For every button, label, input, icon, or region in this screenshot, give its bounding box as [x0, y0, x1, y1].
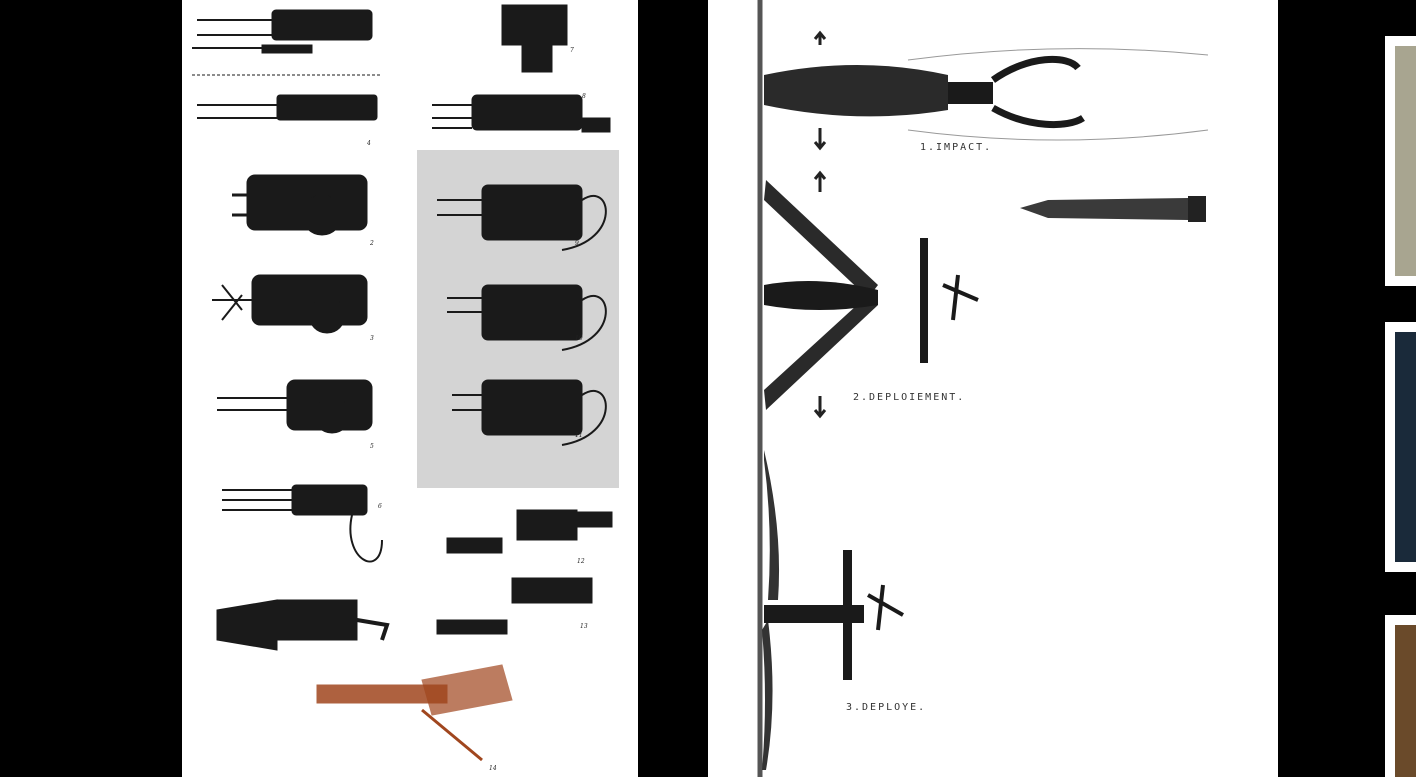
variant-number: 7: [570, 47, 574, 54]
thumbnail-3[interactable]: [1385, 615, 1416, 777]
weapon-sketch-14: 14: [316, 664, 513, 772]
weapon-sketch-6: 6: [222, 484, 383, 563]
variant-number: 10: [575, 335, 583, 342]
variant-number: 2: [369, 240, 374, 247]
deployment-stages-sheet: 1.IMPACT. 2.DEPLOIEMENT. 3.DEPLOYE.: [708, 0, 1278, 777]
stage-label: 2.DEPLOIEMENT.: [853, 392, 965, 403]
variant-number: 12: [577, 558, 585, 565]
variant-number: 6: [378, 503, 382, 510]
stage-deployed: 3.DEPLOYE.: [762, 450, 926, 770]
weapon-sketch-12: 12: [446, 509, 613, 565]
arrow-down-icon: [813, 396, 827, 419]
weapon-sketch-3: 2: [232, 174, 374, 247]
arrow-up-icon: [813, 30, 827, 45]
stage-label: 1.IMPACT.: [920, 142, 992, 153]
projectile-sketch: [1020, 196, 1206, 222]
variant-number: 13: [580, 623, 588, 630]
thumbnail-2[interactable]: [1385, 322, 1416, 572]
arrow-down-icon: [813, 128, 827, 151]
deployment-sketches: 1.IMPACT. 2.DEPLOIEMENT. 3.DEPLOYE.: [757, 0, 1209, 777]
weapon-sketch-7: 7: [501, 4, 574, 73]
weapon-sketch-2: 4: [197, 94, 378, 147]
weapon-sketches: 4 7 8 2: [192, 4, 619, 772]
stage-label: 3.DEPLOYE.: [846, 702, 926, 713]
weapon-sketch-claw: [216, 599, 390, 651]
variant-number: 11: [575, 432, 583, 439]
weapon-sketch-5: 5: [217, 379, 374, 450]
grey-variant-block: 9 10 11: [417, 150, 619, 488]
variant-number: 3: [370, 335, 374, 342]
weapon-sketch-1: [192, 9, 373, 54]
weapon-sketch-13: 13: [436, 577, 593, 635]
thumbnail-1[interactable]: [1385, 36, 1416, 286]
stage-impact: 1.IMPACT.: [764, 30, 1209, 153]
stage-deployment: 2.DEPLOIEMENT.: [764, 170, 979, 419]
variant-number: 14: [489, 765, 497, 772]
variant-number: 9: [575, 240, 579, 247]
variant-number: 5: [370, 443, 374, 450]
weapon-sketch-4: 3: [212, 274, 374, 342]
weapon-sketch-8: 8: [432, 93, 611, 133]
weapon-concept-sheet: 4 7 8 2: [182, 0, 638, 777]
variant-number: 4: [366, 140, 371, 147]
variant-number: 8: [582, 93, 586, 100]
arrow-up-icon: [813, 170, 827, 192]
